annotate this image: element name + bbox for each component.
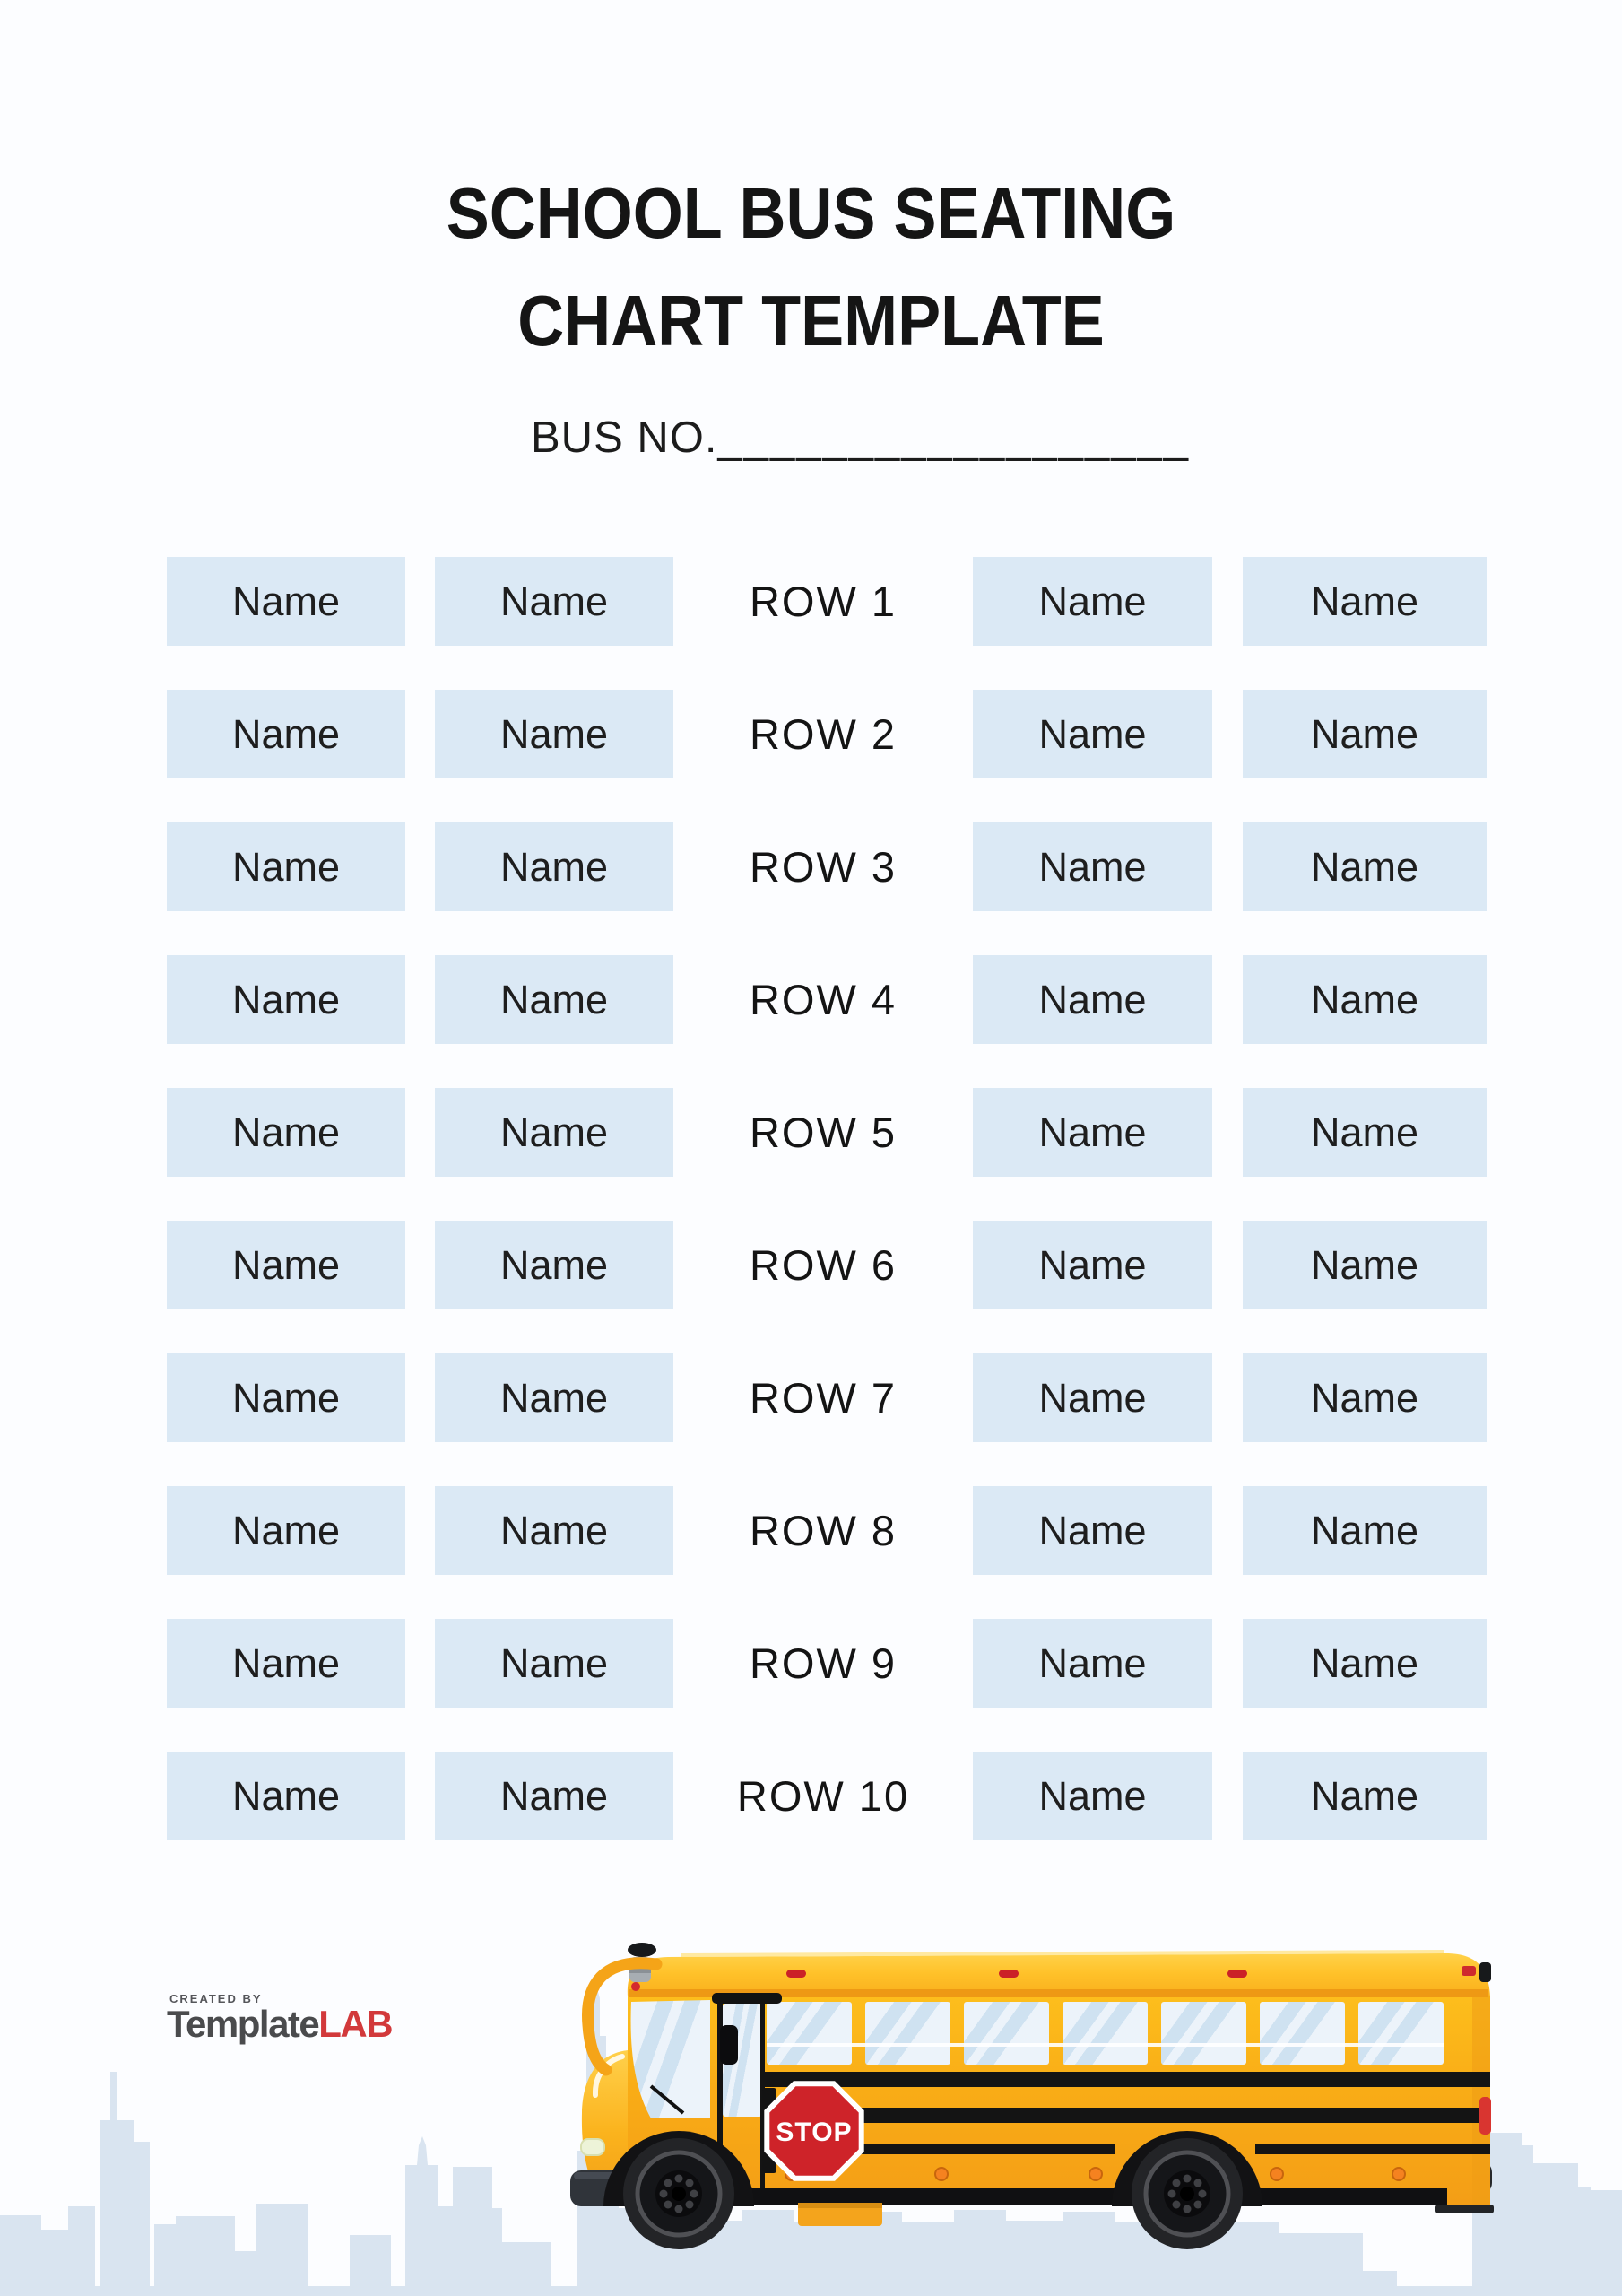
seat-cell[interactable]: Name [167, 1619, 405, 1708]
seat-cell[interactable]: Name [1243, 1088, 1487, 1177]
bus-number-line: BUS NO.__________________ [531, 413, 1190, 463]
seat-cell[interactable]: Name [435, 557, 673, 646]
seat-cell[interactable]: Name [973, 955, 1212, 1044]
seat-cell[interactable]: Name [435, 1353, 673, 1442]
bus-side-windows [767, 2002, 1444, 2065]
seat-cell[interactable]: Name [167, 1752, 405, 1840]
seat-cell[interactable]: Name [1243, 1221, 1487, 1309]
row-label: ROW 1 [749, 578, 898, 625]
brand-name-accent: LAB [318, 2003, 393, 2045]
seat-cell[interactable]: Name [167, 557, 405, 646]
seat-cell[interactable]: Name [973, 1752, 1212, 1840]
roof-marker-light [1227, 1970, 1247, 1978]
seat-cell[interactable]: Name [973, 1088, 1212, 1177]
seat-cell[interactable]: Name [1243, 1752, 1487, 1840]
bus-number-blank-field[interactable]: __________________ [717, 413, 1191, 462]
seat-cell[interactable]: Name [973, 1221, 1212, 1309]
bus-rear-wheel [1132, 2138, 1243, 2249]
roof-rear-marker [1462, 1966, 1476, 1976]
seat-cell[interactable]: Name [435, 1221, 673, 1309]
seat-cell[interactable]: Name [973, 1353, 1212, 1442]
bus-number-label: BUS NO. [531, 413, 718, 462]
seat-cell[interactable]: Name [167, 690, 405, 778]
seat-cell[interactable]: Name [1243, 955, 1487, 1044]
seat-cell[interactable]: Name [1243, 822, 1487, 911]
bus-skirt [640, 2188, 1447, 2205]
seating-row: Name Name ROW 1 Name Name [167, 557, 1487, 646]
seat-cell[interactable]: Name [973, 1486, 1212, 1575]
seat-cell[interactable]: Name [435, 955, 673, 1044]
seat-cell[interactable]: Name [1243, 690, 1487, 778]
bus-rub-rail [764, 2072, 1490, 2087]
row-label: ROW 10 [736, 1772, 910, 1820]
seat-cell[interactable]: Name [973, 690, 1212, 778]
row-label: ROW 4 [749, 976, 898, 1023]
seat-cell[interactable]: Name [435, 1088, 673, 1177]
seating-grid: Name Name ROW 1 Name Name Name Name ROW … [167, 557, 1487, 1840]
seat-cell[interactable]: Name [167, 1088, 405, 1177]
seat-cell[interactable]: Name [167, 1221, 405, 1309]
seating-row: Name Name ROW 4 Name Name [167, 955, 1487, 1044]
seat-cell[interactable]: Name [1243, 1353, 1487, 1442]
seat-cell[interactable]: Name [1243, 1619, 1487, 1708]
seat-cell[interactable]: Name [435, 1619, 673, 1708]
seat-cell[interactable]: Name [435, 1486, 673, 1575]
row-label: ROW 7 [749, 1374, 898, 1422]
bus-headlight [580, 2138, 605, 2156]
seat-cell[interactable]: Name [973, 557, 1212, 646]
school-bus: STOP [570, 1943, 1494, 2249]
bus-roof [627, 1953, 1490, 1996]
seat-cell[interactable]: Name [167, 955, 405, 1044]
seating-row: Name Name ROW 8 Name Name [167, 1486, 1487, 1575]
bus-tail-light [1479, 2097, 1491, 2135]
bus-fuel-tank [798, 2203, 882, 2226]
seat-cell[interactable]: Name [1243, 557, 1487, 646]
bus-mirror [720, 2025, 738, 2065]
row-label: ROW 6 [749, 1241, 898, 1289]
row-label: ROW 3 [749, 843, 898, 891]
bus-windshield [630, 2000, 710, 2118]
seat-cell[interactable]: Name [1243, 1486, 1487, 1575]
stop-sign: STOP [762, 2081, 864, 2181]
roof-marker-light [786, 1970, 806, 1978]
seating-row: Name Name ROW 3 Name Name [167, 822, 1487, 911]
seat-cell[interactable]: Name [167, 1353, 405, 1442]
row-label: ROW 9 [749, 1639, 898, 1687]
roof-marker-light [999, 1970, 1019, 1978]
brand-name-primary: Template [167, 2003, 320, 2045]
crossing-arm [582, 1957, 663, 2076]
seat-cell[interactable]: Name [167, 822, 405, 911]
seat-cell[interactable]: Name [973, 822, 1212, 911]
seating-row: Name Name ROW 9 Name Name [167, 1619, 1487, 1708]
row-label: ROW 5 [749, 1109, 898, 1156]
brand-wordmark: TemplateLAB [167, 2003, 394, 2045]
seating-row: Name Name ROW 2 Name Name [167, 690, 1487, 778]
bus-rub-rail [764, 2108, 1490, 2123]
row-label: ROW 8 [749, 1507, 898, 1554]
seat-cell[interactable]: Name [167, 1486, 405, 1575]
seat-cell[interactable]: Name [973, 1619, 1212, 1708]
seating-row: Name Name ROW 10 Name Name [167, 1752, 1487, 1840]
bus-rub-rail [1255, 2144, 1490, 2154]
seating-row: Name Name ROW 6 Name Name [167, 1221, 1487, 1309]
page-title-line-1: SCHOOL BUS SEATING [446, 173, 1176, 253]
bus-front-wheel [623, 2138, 734, 2249]
row-label: ROW 2 [749, 710, 898, 758]
seating-row: Name Name ROW 5 Name Name [167, 1088, 1487, 1177]
seating-row: Name Name ROW 7 Name Name [167, 1353, 1487, 1442]
seat-cell[interactable]: Name [435, 822, 673, 911]
stop-sign-text: STOP [776, 2118, 852, 2147]
created-by-label: CREATED BY [169, 1992, 263, 2005]
seat-cell[interactable]: Name [435, 1752, 673, 1840]
page-title-line-2: CHART TEMPLATE [517, 281, 1105, 361]
seat-cell[interactable]: Name [435, 690, 673, 778]
templatelab-logo: CREATED BY TemplateLAB [167, 1992, 394, 2045]
school-bus-illustration: STOP [0, 1943, 1622, 2296]
